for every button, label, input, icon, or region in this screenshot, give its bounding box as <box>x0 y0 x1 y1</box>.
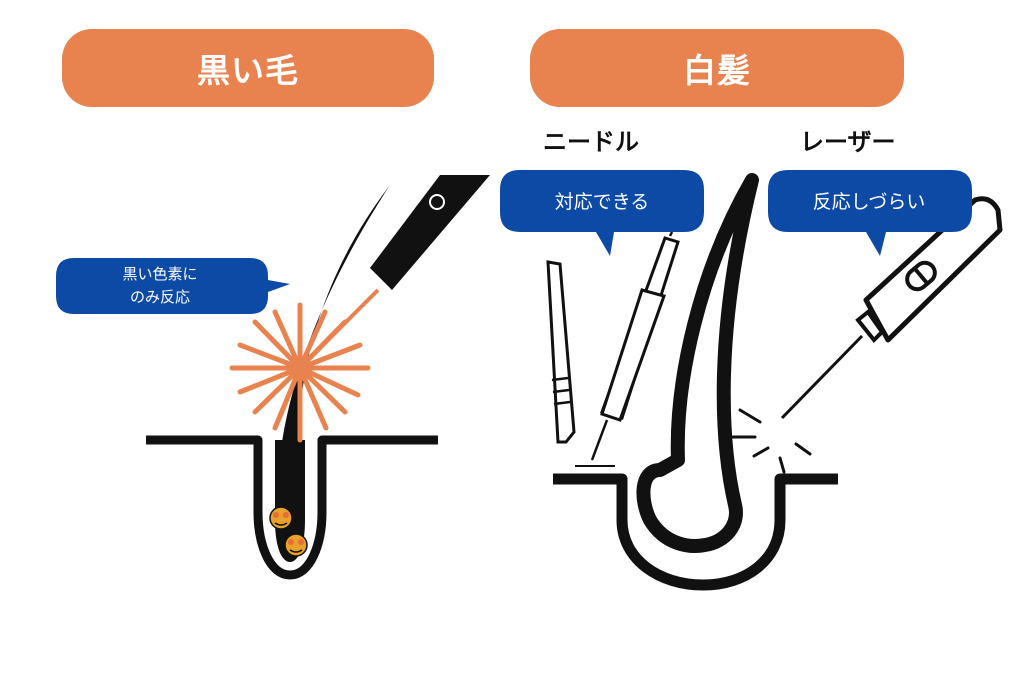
bubble-needle-shape <box>500 170 704 256</box>
bubble-laser: 反応しづらい <box>768 172 970 228</box>
white-hair-panel <box>546 173 1003 591</box>
laser-beam-left <box>298 288 380 370</box>
device-button-icon <box>429 194 445 210</box>
header-white-hair: 白髪 <box>530 29 904 107</box>
bubble-black-pigment-line1: 黒い色素に <box>122 265 198 283</box>
weak-spark <box>731 408 812 474</box>
white-hair-shaft <box>636 173 759 553</box>
header-white-hair-label: 白髪 <box>683 51 751 90</box>
bubble-laser-shape <box>768 170 972 256</box>
needle-device <box>575 231 680 467</box>
black-hair-shaft <box>282 185 390 442</box>
pigment-cells <box>269 506 308 557</box>
black-hair-root <box>275 440 305 562</box>
left-skin-follicle <box>146 435 438 580</box>
bubble-black-pigment-line2: のみ反応 <box>129 288 190 306</box>
laser-burst <box>229 302 371 443</box>
bubble-black-pigment-shape <box>56 258 290 314</box>
bubble-laser-label: 反応しづらい <box>812 190 926 213</box>
tweezers-icon <box>546 260 576 444</box>
black-hair-panel <box>146 175 490 580</box>
header-black-hair: 黒い毛 <box>62 29 434 107</box>
laser-device-right <box>780 196 1003 420</box>
laser-device-left <box>370 175 490 291</box>
bubble-needle-label: 対応できる <box>554 190 650 213</box>
header-black-hair-label: 黒い毛 <box>197 51 299 90</box>
right-skin-follicle <box>553 473 838 591</box>
bubble-black-pigment: 黒い色素に のみ反応 <box>56 260 264 312</box>
bubble-needle: 対応できる <box>501 172 703 228</box>
method-laser-label: レーザー <box>800 128 896 156</box>
method-needle-label: ニードル <box>543 128 639 156</box>
